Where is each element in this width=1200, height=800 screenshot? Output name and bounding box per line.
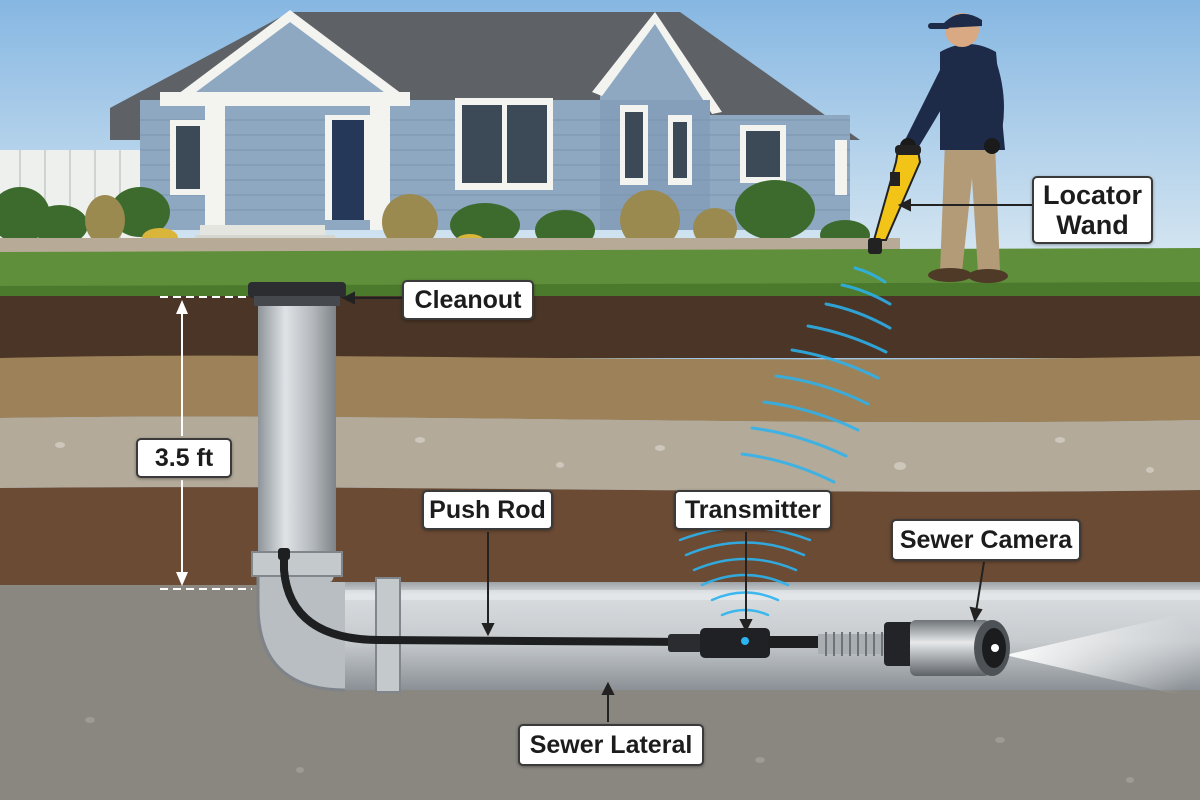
transmitter-icon — [668, 628, 820, 658]
sewer-camera-label: Sewer Camera — [891, 519, 1081, 561]
push-rod — [280, 548, 694, 646]
technician — [900, 13, 1008, 283]
depth-dimension — [160, 296, 252, 590]
sand-layer — [0, 355, 1200, 423]
cleanout-label: Cleanout — [402, 280, 534, 320]
locator-wand-icon — [868, 145, 922, 254]
depth-label: 3.5 ft — [136, 438, 232, 478]
cleanout-cap — [248, 282, 346, 298]
house — [0, 10, 900, 252]
transmitter-label: Transmitter — [674, 490, 832, 530]
leader-lines — [341, 198, 1032, 722]
sewer-camera-icon — [818, 610, 1200, 700]
locator-wand-label: Locator Wand — [1032, 176, 1153, 244]
sewer-lateral-label: Sewer Lateral — [518, 724, 704, 766]
topsoil-layer — [0, 296, 1200, 358]
push-rod-label: Push Rod — [422, 490, 553, 530]
locator-wand-label-line2: Wand — [1056, 210, 1129, 240]
locator-wand-label-line1: Locator — [1042, 180, 1142, 210]
locator-signal — [740, 266, 892, 484]
cleanout-riser — [258, 296, 336, 566]
